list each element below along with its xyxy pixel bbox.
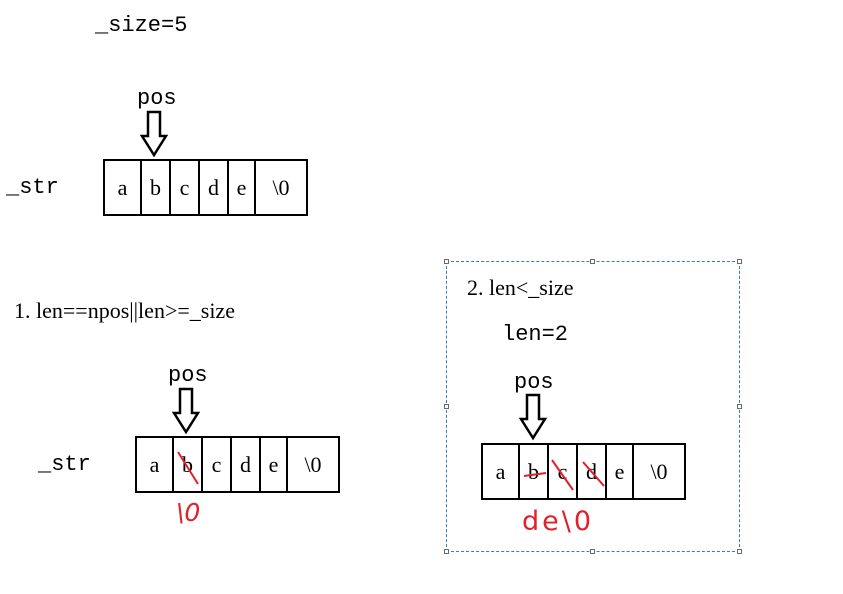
handwritten-annotation-case2: de\0: [522, 506, 595, 537]
cell: e: [607, 445, 634, 498]
resize-handle[interactable]: [737, 404, 742, 409]
size-label: _size=5: [95, 13, 188, 38]
resize-handle[interactable]: [737, 549, 742, 554]
cell: c: [203, 438, 232, 491]
case1-title: 1. len==npos||len>=_size: [14, 298, 235, 323]
resize-handle[interactable]: [590, 259, 595, 264]
cell: d: [578, 445, 607, 498]
cell: e: [229, 161, 256, 214]
pos-label-case1: pos: [168, 363, 208, 388]
cell: c: [549, 445, 578, 498]
pos-label-case2: pos: [514, 370, 554, 395]
handwritten-null-case1: \0: [176, 498, 201, 527]
cell: b: [520, 445, 549, 498]
pos-arrow-icon: [140, 110, 168, 158]
case2-title: 2. len<_size: [467, 275, 574, 300]
cell: d: [232, 438, 261, 491]
resize-handle[interactable]: [444, 259, 449, 264]
resize-handle[interactable]: [590, 549, 595, 554]
resize-handle[interactable]: [444, 404, 449, 409]
cell: b: [174, 438, 203, 491]
string-array-top: a b c d e \0: [103, 159, 308, 216]
string-array-case2: a b c d e \0: [481, 443, 686, 500]
pos-label-top: pos: [137, 86, 177, 111]
cell: c: [171, 161, 200, 214]
cell: \0: [304, 451, 322, 477]
len-label: len=2: [502, 322, 569, 347]
str-label-case1: _str: [38, 452, 91, 477]
cell: a: [483, 445, 520, 498]
string-array-case1: a b c d e \0: [135, 436, 340, 493]
pos-arrow-icon: [519, 393, 547, 441]
resize-handle[interactable]: [444, 549, 449, 554]
str-label-top: _str: [6, 175, 59, 200]
resize-handle[interactable]: [737, 259, 742, 264]
cell: a: [137, 438, 174, 491]
cell: a: [105, 161, 142, 214]
cell: \0: [272, 174, 290, 200]
cell: e: [261, 438, 288, 491]
cell: b: [142, 161, 171, 214]
cell: \0: [650, 458, 668, 484]
pos-arrow-icon: [172, 387, 200, 435]
cell: d: [200, 161, 229, 214]
